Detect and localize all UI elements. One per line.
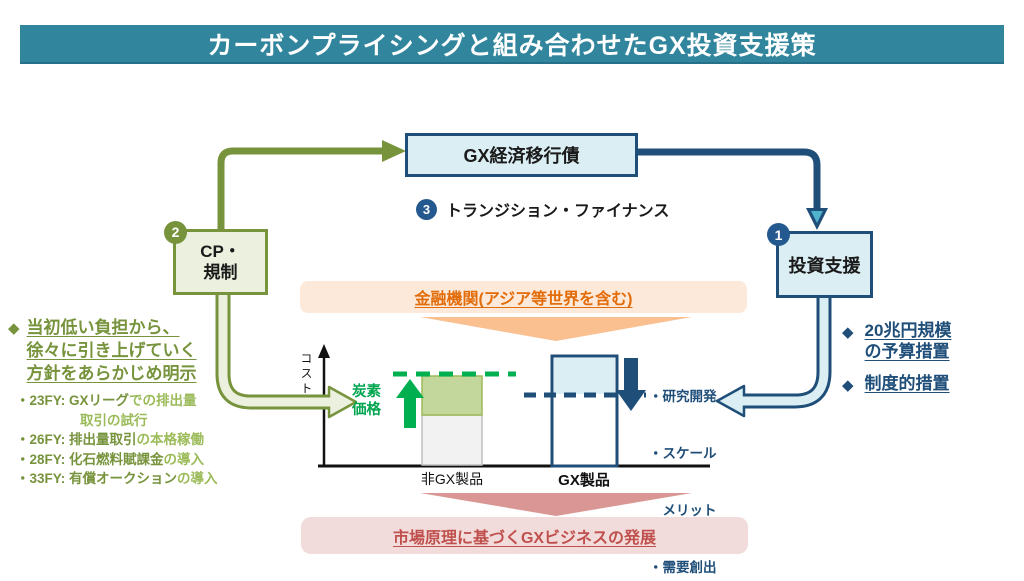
market-banner-text: 市場原理に基づくGXビジネスの発展 xyxy=(392,529,657,547)
y-axis-label: コスト xyxy=(299,352,313,397)
badge-1: 1 xyxy=(767,223,790,246)
financial-institutions-text: 金融機関(アジア等世界を含む) xyxy=(414,291,633,308)
carbon-price-addition-bar xyxy=(421,375,483,416)
gx-bond-label: GX経済移行債 xyxy=(463,146,580,166)
item-rest: の本格稼働 xyxy=(136,432,205,447)
arrowhead-inner-accent xyxy=(811,211,823,223)
list-item: ・33FY: 有償オークションの導入 xyxy=(16,469,218,489)
cp-regulation-box: 2 CP・ 規制 xyxy=(164,221,268,295)
list-item: ・26FY: 排出量取引の本格稼働 xyxy=(16,430,218,450)
non-gx-base-bar xyxy=(421,414,483,466)
financial-institutions-banner: 金融機関(アジア等世界を含む) xyxy=(300,281,747,313)
cp-schedule-list: ・23FY: GXリーグでの排出量 取引の試行 ・26FY: 排出量取引の本格稼… xyxy=(16,391,218,489)
item-term: ・33FY: 有償オークション xyxy=(16,471,178,486)
effect-item: ・スケール xyxy=(649,446,717,461)
page-title: カーボンプライシングと組み合わせたGX投資支援策 xyxy=(20,25,1004,64)
gx-product-top-fill xyxy=(554,358,615,394)
transition-finance-label: 3 トランジション・ファイナンス xyxy=(416,197,669,221)
investment-support-box: 1 投資支援 xyxy=(767,223,873,298)
carbon-price-line2: 価格 xyxy=(352,402,381,418)
gx-bar-label: GX製品 xyxy=(558,472,610,489)
carbon-price-label: 炭素 価格 xyxy=(352,383,381,419)
item-term: ・26FY: 排出量取引 xyxy=(16,432,137,447)
item-term: ・23FY: GXリーグ xyxy=(16,393,130,408)
list-item: ・23FY: GXリーグでの排出量 xyxy=(16,391,218,411)
effect-item: メリット xyxy=(649,503,717,518)
non-gx-bar-label: 非GX製品 xyxy=(420,471,484,487)
item-term: ・28FY: 化石燃料賦課金 xyxy=(16,451,164,467)
investment-measures-list: ◆ 20兆円規模 の予算措置 ◆ 制度的措置 xyxy=(842,320,951,405)
diamond-bullet-icon: ◆ xyxy=(8,320,20,337)
list-item: ・28FY: 化石燃料賦課金の導入 xyxy=(16,450,218,470)
carbon-price-line1: 炭素 xyxy=(352,384,381,400)
institutional-measure: 制度的措置 xyxy=(864,374,950,393)
badge-3: 3 xyxy=(416,198,437,220)
bond-to-investment-arrowhead-icon xyxy=(806,208,828,230)
market-banner: 市場原理に基づくGXビジネスの発展 xyxy=(301,517,748,554)
heading-line: 当初低い負担から、 xyxy=(26,318,180,337)
cp-policy-heading: ◆ 当初低い負担から、 徐々に引き上げていく 方針をあらかじめ明示 xyxy=(8,316,197,385)
heading-line: 方針をあらかじめ明示 xyxy=(26,364,197,383)
effect-item: ・需要創出 xyxy=(649,560,717,575)
heading-line: 徐々に引き上げていく xyxy=(26,341,197,360)
item-rest: 取引の試行 xyxy=(80,412,148,428)
list-item: ◆ 20兆円規模 の予算措置 xyxy=(842,320,951,362)
cp-to-bond-arrowhead-icon xyxy=(382,140,406,162)
cp-label-line1: CP・ xyxy=(200,242,241,261)
diamond-bullet-icon: ◆ xyxy=(842,377,854,394)
list-item: ◆ 制度的措置 xyxy=(842,373,951,394)
y-axis-arrowhead-icon xyxy=(318,344,330,358)
item-rest: での排出量 xyxy=(129,393,197,408)
diamond-bullet-icon: ◆ xyxy=(842,324,854,341)
budget-measure-line1: 20兆円規模 xyxy=(864,321,952,340)
financial-flow-chevron-icon xyxy=(420,317,692,341)
badge-2: 2 xyxy=(164,221,187,244)
cp-to-bond-connector xyxy=(217,147,384,230)
effect-item: ・研究開発 xyxy=(649,389,717,404)
gx-effects-list: ・研究開発 ・スケール メリット ・需要創出 xyxy=(649,349,717,581)
carbon-price-up-arrow-icon xyxy=(396,379,424,428)
cost-reduction-down-arrow-icon xyxy=(616,358,646,411)
budget-measure-line2: の予算措置 xyxy=(864,342,950,361)
gx-product-bar xyxy=(550,354,619,468)
list-item: 取引の試行 xyxy=(16,411,218,431)
item-rest: の導入 xyxy=(177,471,218,486)
transition-finance-text: トランジション・ファイナンス xyxy=(446,203,670,220)
investment-support-label: 投資支援 xyxy=(788,255,861,276)
item-rest: の導入 xyxy=(163,451,205,467)
cp-label-line2: 規制 xyxy=(203,263,238,282)
gx-bond-box: GX経済移行債 xyxy=(405,133,638,177)
